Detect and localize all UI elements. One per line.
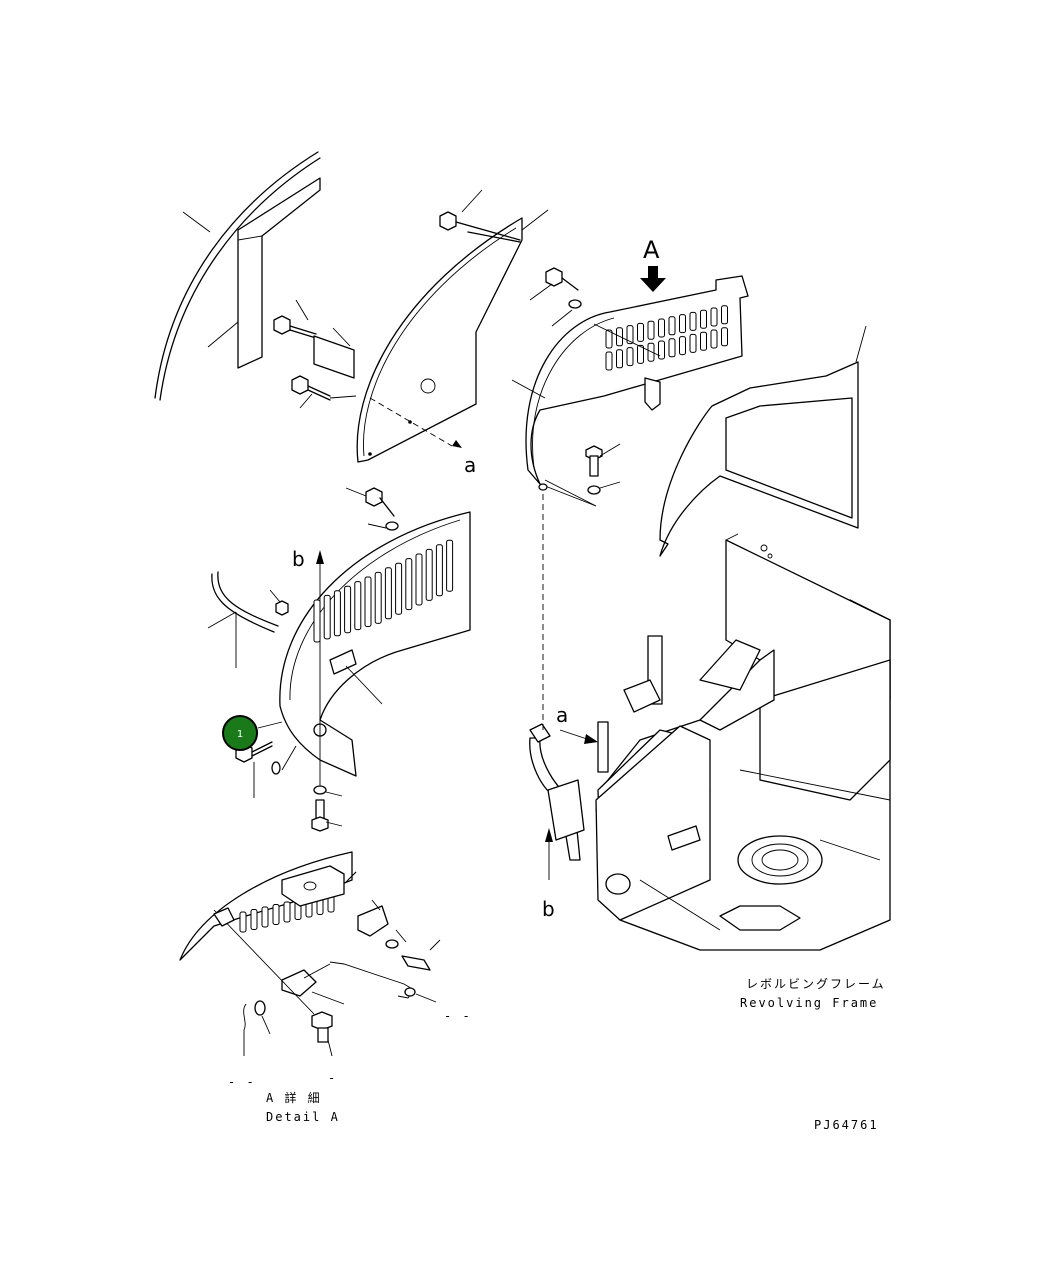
grille-cover-lower — [279, 511, 471, 777]
vent-slot — [637, 322, 644, 342]
vent-slot — [323, 594, 331, 640]
vent-slot — [647, 320, 655, 340]
vent-slot — [605, 329, 613, 349]
vent-slot — [658, 318, 665, 338]
bolt-washer-mid — [585, 443, 621, 495]
vent-slot — [700, 309, 707, 329]
nut-small — [269, 589, 289, 616]
callout-number: 1 — [237, 729, 243, 740]
ref-label-b-bottom: b — [542, 897, 555, 921]
bolt-vertical-bottom — [311, 785, 343, 832]
vent-slot — [435, 544, 443, 597]
vent-slot — [679, 336, 686, 356]
vent-slot — [354, 581, 362, 631]
filler-plate — [207, 177, 321, 369]
vent-slot — [344, 585, 352, 634]
bolts-upper-right — [529, 267, 582, 327]
vent-slot — [446, 539, 454, 592]
caption-detail-jp: A 詳 細 — [266, 1090, 322, 1105]
vent-slot — [384, 567, 392, 620]
side-cover-panel — [356, 189, 549, 463]
caption-detail-en: Detail A — [266, 1110, 340, 1124]
vent-slot — [425, 548, 433, 601]
caption-frame-jp: レボルビングフレーム — [746, 977, 886, 991]
grille-slots — [605, 305, 728, 371]
bolt-lower — [291, 375, 357, 409]
vent-slot — [710, 307, 718, 327]
vent-slot — [679, 314, 686, 334]
vent-slot — [605, 351, 613, 371]
grille-slots — [313, 539, 454, 643]
drawing-number: PJ64761 — [814, 1118, 879, 1132]
dash-marker-right: - - — [444, 1009, 472, 1023]
vent-slot — [415, 553, 423, 606]
dash-marker-small: - — [328, 1071, 337, 1085]
ref-label-b-top: b — [292, 547, 305, 571]
bolt-washer-bottom-left — [235, 741, 297, 798]
engine-cover-panel — [659, 325, 867, 557]
vent-slot — [313, 599, 321, 643]
vertical-reference-a-b: a b a — [464, 453, 598, 921]
vent-slot — [658, 340, 665, 360]
revolving-frame — [529, 533, 891, 951]
vent-slot — [272, 904, 280, 925]
view-arrow-a: A — [640, 236, 666, 292]
grille-cover-upper — [511, 275, 749, 507]
vent-slot — [689, 311, 697, 331]
dash-marker-left: - - — [228, 1075, 256, 1089]
vent-slot — [283, 901, 291, 923]
vent-slot — [374, 571, 382, 624]
vent-slot — [239, 911, 247, 933]
seal-strip — [154, 151, 321, 401]
callout-1[interactable]: 1 — [222, 715, 283, 751]
vent-slot — [405, 558, 413, 611]
vent-slot — [668, 338, 676, 358]
vent-slot — [333, 590, 341, 637]
vent-slot — [637, 344, 644, 364]
vent-slot — [668, 316, 676, 336]
vent-slot — [721, 327, 728, 347]
vent-slot — [700, 331, 707, 351]
vent-slot — [250, 909, 258, 930]
vent-slot — [626, 325, 634, 345]
ref-label-a-top: a — [464, 453, 476, 477]
vent-slot — [616, 349, 623, 369]
caption-frame-en: Revolving Frame — [740, 996, 878, 1010]
vent-slot — [721, 305, 728, 325]
bolt-with-bracket — [273, 299, 355, 379]
detail-a-view — [179, 851, 441, 1057]
vent-slot — [710, 329, 718, 349]
vent-slot — [647, 342, 655, 362]
vent-slot — [689, 333, 697, 353]
vent-slot — [261, 906, 269, 928]
vertical-reference-b: b — [292, 547, 324, 790]
bolt-washer-top — [345, 487, 399, 531]
vent-slot — [626, 347, 634, 367]
seal-strip-lower — [207, 571, 279, 668]
ref-label-a-frame: a — [556, 703, 568, 727]
vent-slot — [395, 562, 403, 615]
vent-slot — [364, 576, 372, 627]
view-label-a: A — [643, 236, 660, 264]
